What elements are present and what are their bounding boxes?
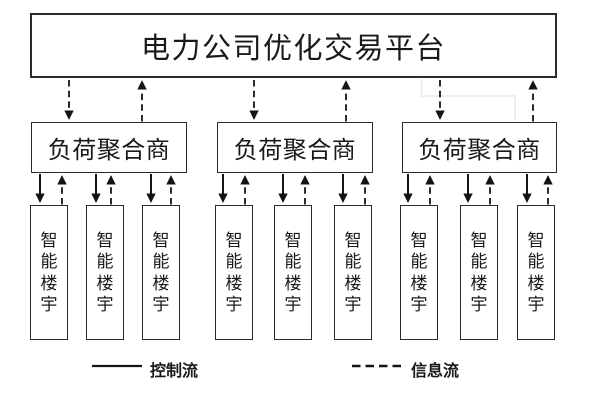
- building-node-1: 智能楼宇: [30, 205, 68, 340]
- building-label: 智能楼宇: [470, 230, 488, 315]
- building-node-4: 智能楼宇: [215, 205, 253, 340]
- aggregator-node-3: 负荷聚合商: [402, 122, 557, 173]
- building-node-9: 智能楼宇: [517, 205, 555, 340]
- building-label: 智能楼宇: [225, 230, 243, 315]
- building-label: 智能楼宇: [527, 230, 545, 315]
- building-node-7: 智能楼宇: [400, 205, 438, 340]
- building-label: 智能楼宇: [96, 230, 114, 315]
- aggregator-label: 负荷聚合商: [233, 138, 357, 164]
- building-node-2: 智能楼宇: [86, 205, 124, 340]
- aggregator-node-2: 负荷聚合商: [217, 122, 373, 173]
- aggregator-label: 负荷聚合商: [47, 138, 171, 164]
- building-label: 智能楼宇: [40, 230, 58, 315]
- platform-label: 电力公司优化交易平台: [140, 32, 446, 65]
- building-label: 智能楼宇: [152, 230, 170, 315]
- faint-connector-line: [420, 79, 516, 121]
- building-node-3: 智能楼宇: [142, 205, 180, 340]
- building-label: 智能楼宇: [284, 230, 302, 315]
- aggregator-label: 负荷聚合商: [418, 138, 541, 164]
- building-label: 智能楼宇: [410, 230, 428, 315]
- building-label: 智能楼宇: [344, 230, 362, 315]
- building-node-5: 智能楼宇: [274, 205, 312, 340]
- platform-node: 电力公司优化交易平台: [30, 13, 557, 78]
- building-node-8: 智能楼宇: [460, 205, 498, 340]
- legend-control-label: 控制流: [150, 361, 199, 380]
- building-node-6: 智能楼宇: [334, 205, 372, 340]
- aggregator-node-1: 负荷聚合商: [31, 122, 187, 173]
- legend-information-label: 信息流: [411, 361, 460, 380]
